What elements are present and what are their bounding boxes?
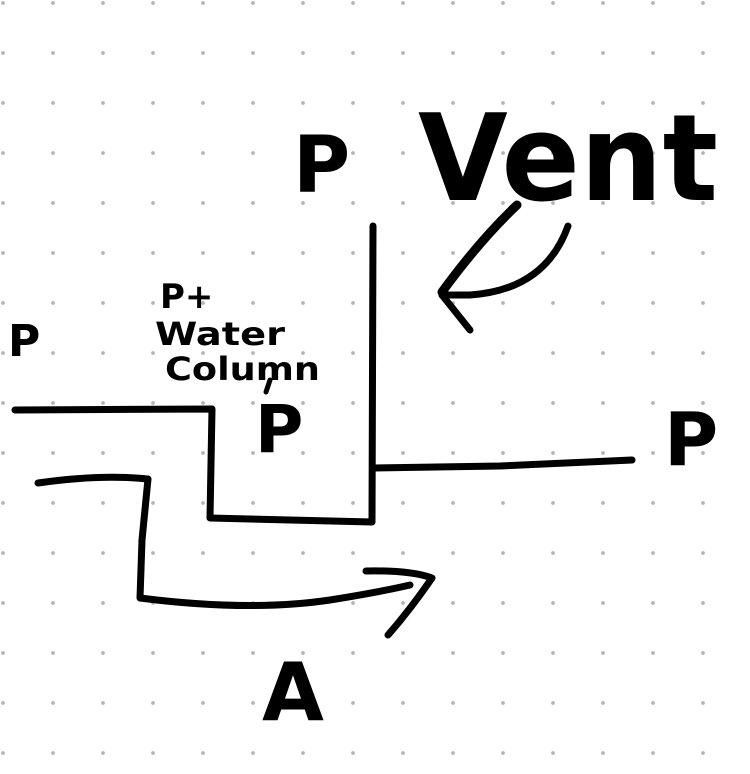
column-pressure-tick	[263, 377, 273, 395]
column-note-line2: Water	[155, 315, 285, 353]
column-note-line3: Column	[165, 350, 320, 388]
right-outlet-pipe	[370, 456, 636, 472]
right-pressure-label: P	[664, 397, 718, 483]
flow-label: A	[262, 646, 324, 739]
vent-arrow-shaft	[438, 222, 572, 299]
column-note-line1: P+	[160, 277, 213, 317]
column-pressure-label: P	[255, 391, 303, 468]
flow-arrowhead-icon	[362, 567, 436, 639]
left-pressure-label: P	[8, 316, 40, 367]
left-pipe-top-wall	[11, 222, 377, 526]
top-pressure-label: P	[293, 121, 350, 211]
vent-arrowhead-icon	[438, 291, 474, 334]
vent-arrow-inner-stroke	[437, 200, 522, 297]
flow-path-line	[34, 473, 414, 610]
vent-label: Vent	[418, 90, 718, 229]
